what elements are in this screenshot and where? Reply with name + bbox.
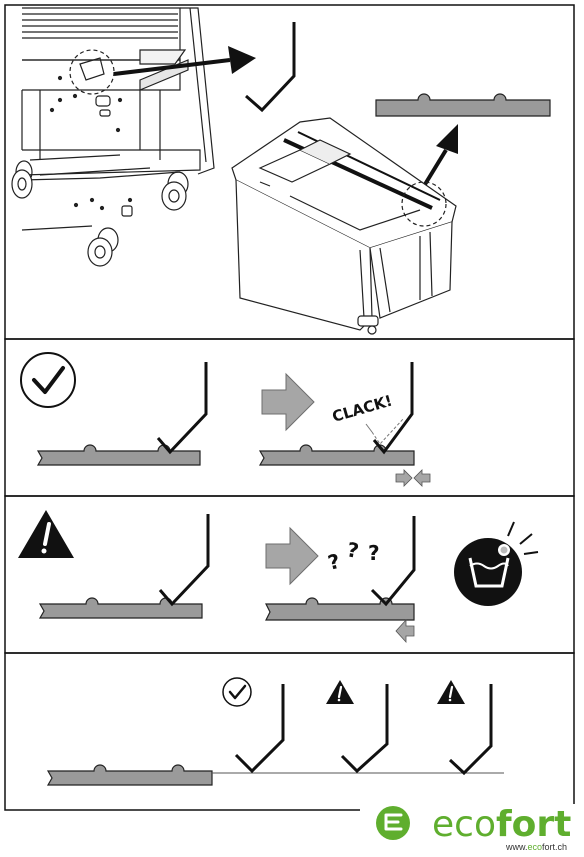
ecofort-logo: ecofort www.ecofort.ch	[376, 804, 571, 852]
panel-1-overview	[4, 4, 575, 340]
hook-profile	[340, 684, 389, 774]
rail-profile	[265, 597, 415, 621]
rail-profile	[38, 597, 203, 619]
check-circle-icon	[20, 352, 76, 408]
storage-bin-illustration	[231, 117, 457, 335]
caster-wheel-icon	[161, 171, 189, 211]
pointer-arrow-2	[422, 124, 458, 188]
rail-profile	[46, 764, 213, 786]
hook-profile	[234, 684, 285, 774]
warning-triangle-icon	[437, 680, 465, 704]
frame-gap	[360, 804, 580, 814]
arrow-left-icon	[395, 618, 415, 644]
motion-guide	[365, 423, 373, 433]
warning-triangle-icon	[326, 680, 354, 704]
wash-basin-icon	[454, 521, 539, 606]
caster-wheel-icon	[11, 160, 33, 199]
panel-3-warning: ? ? ?	[4, 495, 575, 654]
arrow-right-icon	[395, 469, 413, 487]
detail-circle-right	[401, 181, 447, 227]
hook-profile	[156, 362, 208, 455]
pointer-arrow-1	[113, 46, 256, 76]
panel-4-frame	[4, 652, 575, 811]
panel-2-correct: CLACK!	[4, 338, 575, 497]
check-circle-icon	[222, 677, 252, 707]
question-mark: ?	[345, 537, 361, 563]
warning-triangle-icon	[18, 510, 74, 558]
hook-profile	[448, 684, 493, 776]
hook-profile	[372, 362, 414, 455]
question-mark: ?	[325, 549, 342, 575]
detail-circle-left	[69, 49, 115, 95]
brand-url: www.ecofort.ch	[505, 842, 567, 852]
hook-profile	[370, 516, 416, 607]
arrow-left-icon	[413, 469, 431, 487]
cabinet-frame-illustration	[11, 7, 215, 267]
arrow-right-icon	[265, 526, 319, 586]
panel-4-alignment	[4, 652, 580, 814]
question-mark: ?	[368, 541, 380, 565]
hook-profile-detail	[245, 22, 296, 113]
hook-profile	[158, 514, 210, 607]
rail-profile-detail	[375, 93, 551, 117]
rail-profile	[258, 444, 415, 466]
arrow-right-icon	[261, 372, 315, 432]
caster-wheel-icon	[87, 227, 119, 267]
brand-name: ecofort	[432, 804, 571, 845]
clack-label: CLACK!	[330, 392, 394, 426]
